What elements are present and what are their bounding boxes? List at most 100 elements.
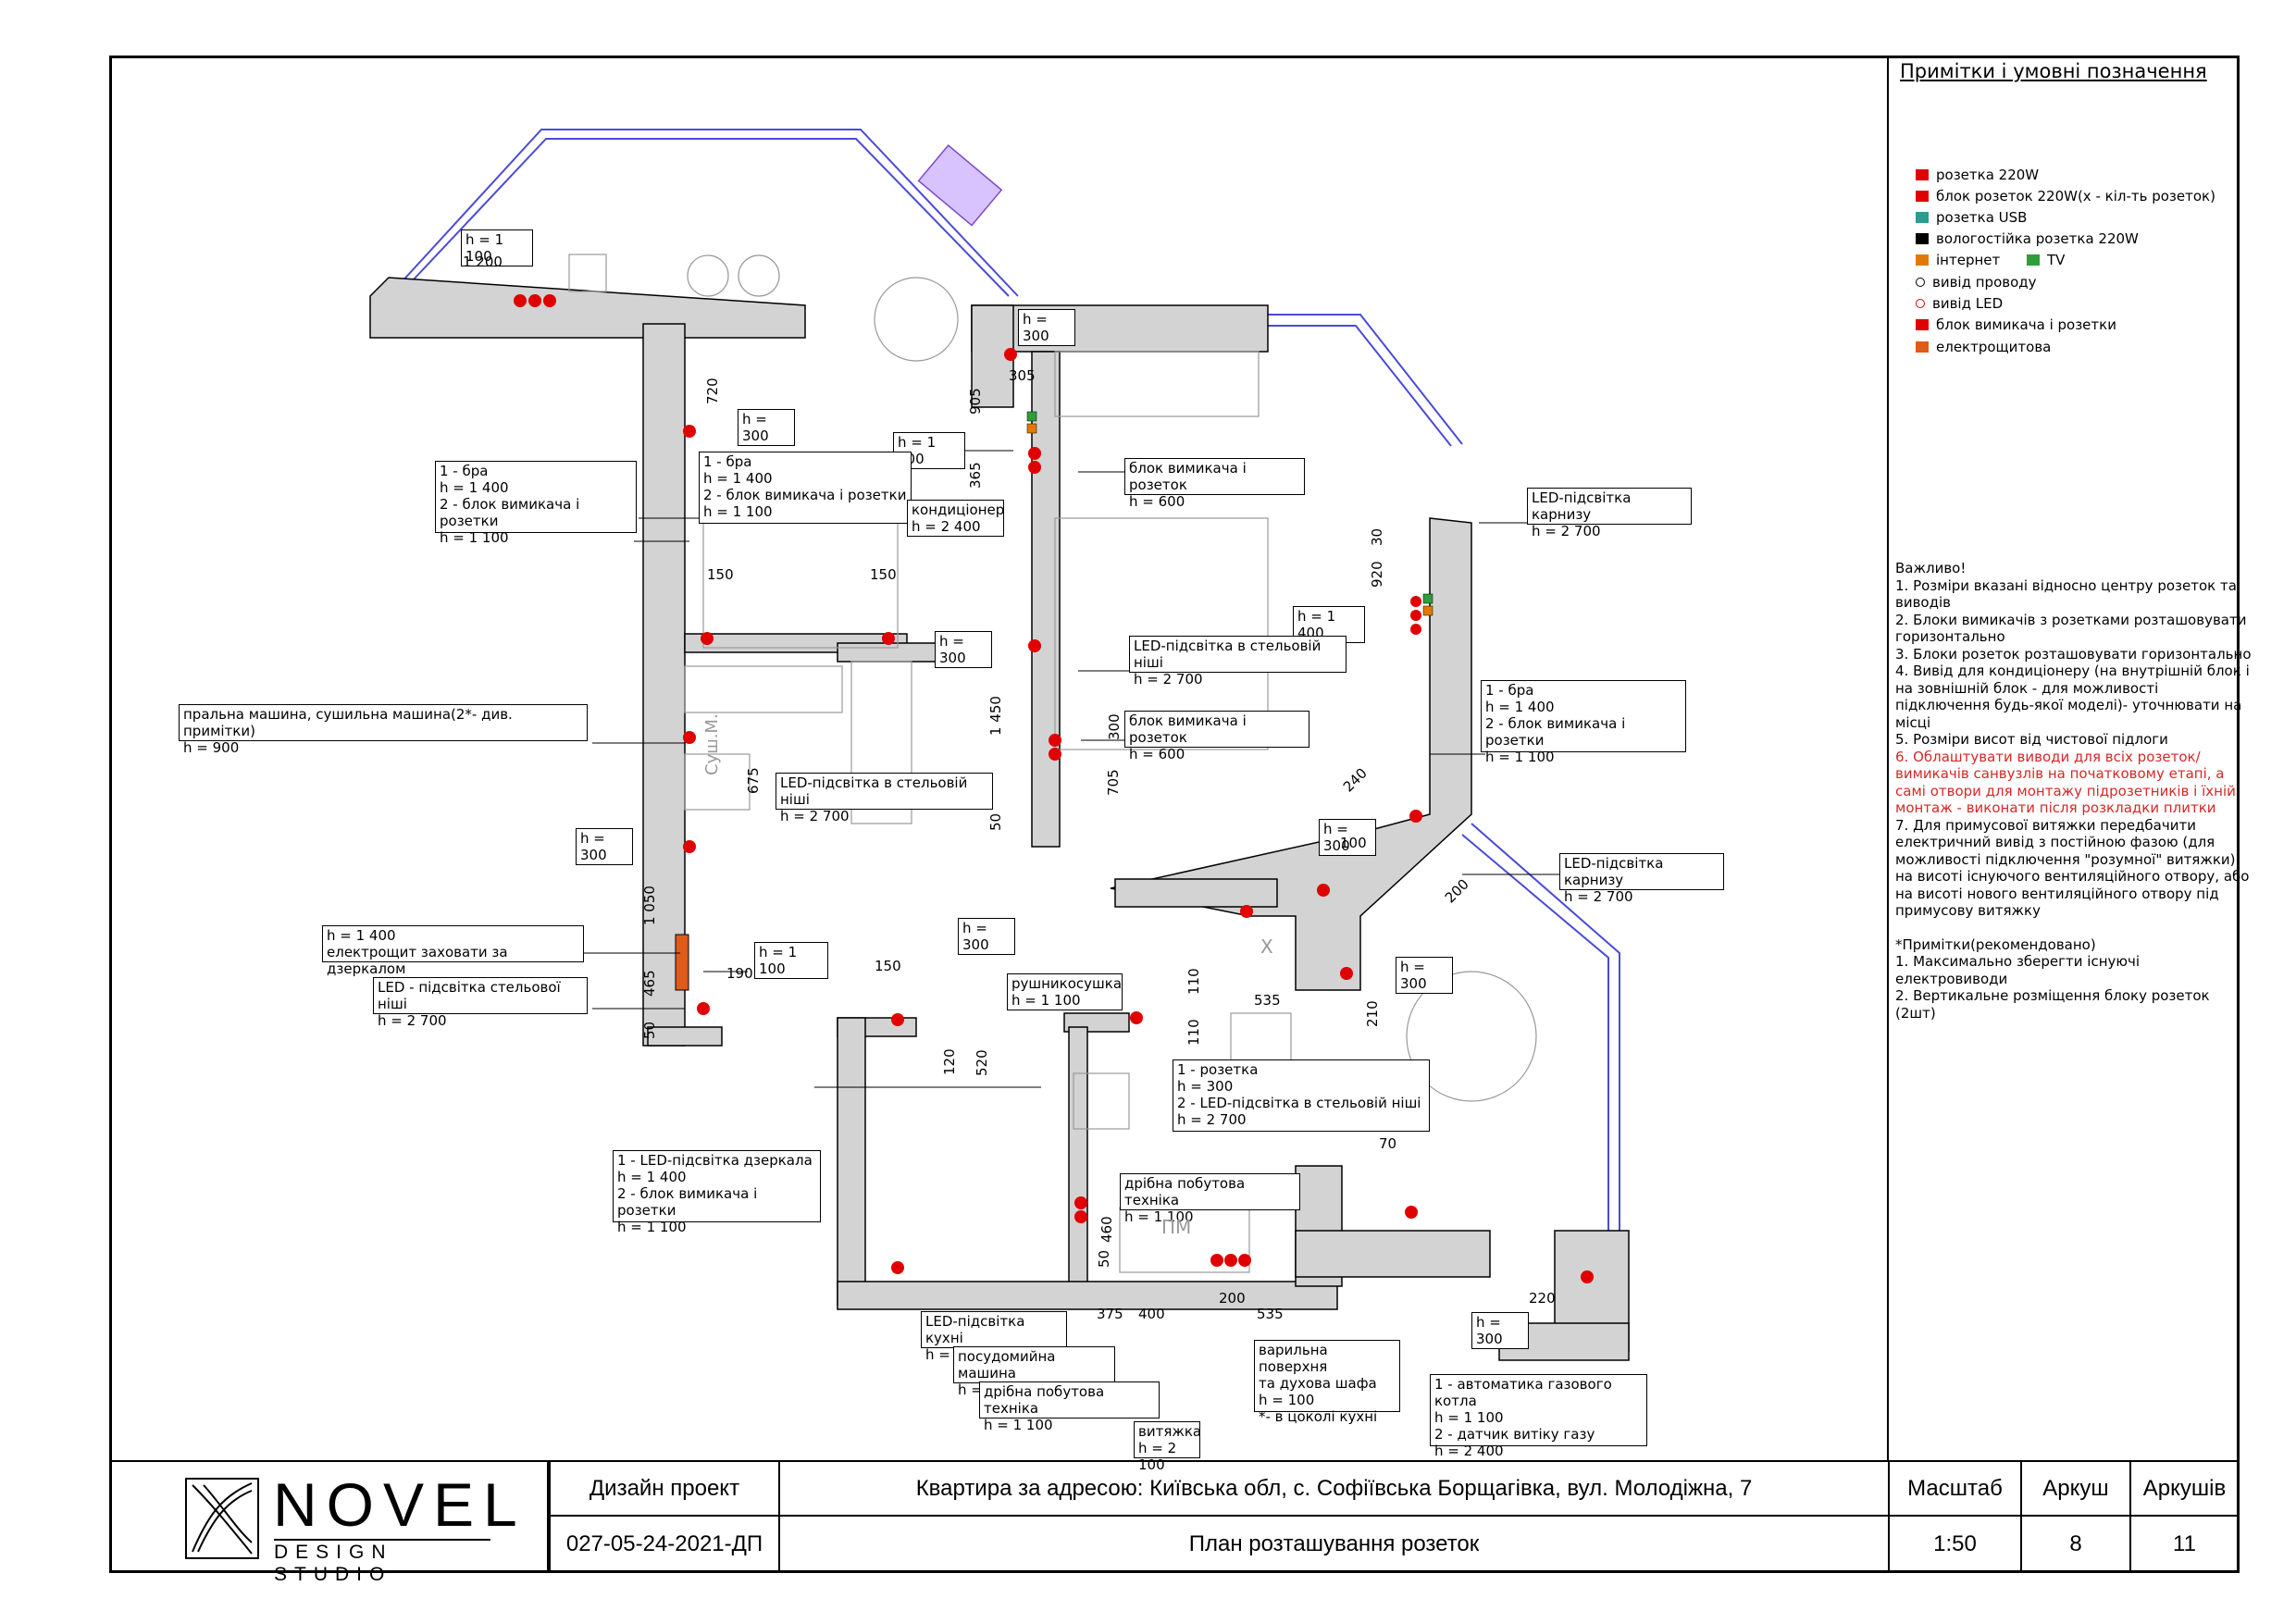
legend-item: вивід проводу xyxy=(1916,274,2037,291)
dim-1450: 1 450 xyxy=(987,696,1004,736)
label-led-ceiling-c: LED - підсвітка стельової ніші h = 2 700 xyxy=(373,977,588,1029)
sheet-label-cell: Аркуш xyxy=(2020,1460,2131,1517)
dim-305: 305 xyxy=(1009,367,1036,384)
dim-150-a: 150 xyxy=(707,566,734,583)
electrical-panel-icon xyxy=(1916,341,1929,353)
sheet-number: 8 xyxy=(2069,1530,2082,1556)
dishwasher-label: ПМ xyxy=(1161,1216,1192,1238)
internet-socket-icon xyxy=(1916,254,1929,266)
legend-item-label: вологостійка розетка 220W xyxy=(1936,230,2139,247)
project-code-cell: 027-05-24-2021-ДП xyxy=(549,1515,780,1573)
electrical-panel xyxy=(675,934,689,991)
important-note-6: 6. Облаштувати виводи для всіх розеток/в… xyxy=(1895,748,2236,817)
socket-block-icon xyxy=(1916,191,1929,202)
scale-label: Масштаб xyxy=(1907,1475,2003,1501)
legend-item-label: вивід LED xyxy=(1932,295,2004,312)
dim-1050: 1 050 xyxy=(641,886,658,925)
important-note-1: 1. Розміри вказані відносно центру розет… xyxy=(1895,576,2237,612)
recommended-note-2: 2. Вертикальне розміщення блоку розеток … xyxy=(1895,987,2210,1022)
legend-item: інтернет xyxy=(1916,252,2000,268)
dim-905: 905 xyxy=(967,388,984,415)
address-text: Квартира за адресою: Київська обл, с. Со… xyxy=(915,1475,1753,1501)
label-h300-f: h = 300 xyxy=(958,918,1015,955)
socket-icon xyxy=(1916,169,1929,180)
legend-item: вивід LED xyxy=(1916,295,2003,312)
legend-item-label: розетка USB xyxy=(1936,209,2028,226)
waterproof-socket-icon xyxy=(1916,233,1929,244)
label-bedroom-left: 1 - бра h = 1 400 2 - блок вимикача і ро… xyxy=(435,461,637,546)
label-balcony-h: h = 1 100 xyxy=(461,229,533,266)
label-h300-e: h = 300 xyxy=(1319,819,1376,856)
usb-socket-icon xyxy=(1916,212,1929,223)
label-switch-block-b: блок вимикача і розеток h = 600 xyxy=(1124,711,1309,762)
dim-210: 210 xyxy=(1364,1000,1381,1027)
label-panel: h = 1 400 електрощит заховати за дзеркал… xyxy=(322,925,584,977)
dim-30: 30 xyxy=(1369,527,1385,546)
label-living-sconce: 1 - бра h = 1 400 2 - блок вимикача і ро… xyxy=(1481,680,1686,765)
important-note-5: 5. Розміри висот від чистової підлоги xyxy=(1895,731,2168,748)
sheets-total-cell: 11 xyxy=(2129,1515,2240,1573)
legend-item-label: електрощитова xyxy=(1936,339,2052,355)
sheets-label: Аркушів xyxy=(2142,1475,2227,1501)
dim-460: 460 xyxy=(1098,1216,1115,1243)
dim-110-a: 110 xyxy=(1185,968,1202,995)
legend-item: блок розеток 220W(x - кіл-ть розеток) xyxy=(1916,188,2215,204)
label-small-appliances-b: дрібна побутова техніка h = 1 100 xyxy=(979,1381,1160,1433)
important-title: Важливо! xyxy=(1895,560,1967,576)
dim-50-c: 50 xyxy=(1096,1249,1112,1268)
label-socket-led: 1 - розетка h = 300 2 - LED-підсвітка в … xyxy=(1173,1059,1430,1132)
dim-120: 120 xyxy=(941,1048,958,1075)
dim-465: 465 xyxy=(641,970,658,997)
dim-400: 400 xyxy=(1138,1306,1165,1322)
label-h300-b: h = 300 xyxy=(738,409,795,446)
dim-150-b: 150 xyxy=(870,566,897,583)
label-ac: кондиціонер h = 2 400 xyxy=(907,500,1004,537)
label-hob-oven: варильна поверхня та духова шафа h = 100… xyxy=(1254,1340,1400,1425)
dim-920: 920 xyxy=(1369,561,1385,588)
legend-item: блок вимикача і розетки xyxy=(1916,316,2116,333)
dim-720: 720 xyxy=(704,378,721,404)
dim-150-c: 150 xyxy=(875,958,901,974)
dim-220: 220 xyxy=(1529,1290,1556,1307)
novel-logo: NOVEL DESIGN STUDIO xyxy=(185,1472,517,1585)
sheet-title-cell: План розташування розеток xyxy=(778,1515,1890,1573)
dryer-label: Суш.М. xyxy=(702,713,722,775)
dim-535-a: 535 xyxy=(1254,992,1281,1009)
design-project-text: Дизайн проект xyxy=(589,1475,740,1501)
scale-cell: 1:50 xyxy=(1888,1515,2022,1573)
dim-520: 520 xyxy=(974,1049,990,1076)
legend-item-label: вивід проводу xyxy=(1932,274,2037,291)
label-switch-block-a: блок вимикача і розеток h = 600 xyxy=(1124,458,1305,510)
logo-novel: NOVEL xyxy=(273,1470,527,1539)
notes-block: Важливо! 1. Розміри вказані відносно цен… xyxy=(1895,560,2252,1022)
label-washing-machine: пральна машина, сушильна машина(2*- див.… xyxy=(179,704,588,756)
label-led-cornice-b: LED-підсвітка карнизу h = 2 700 xyxy=(1559,853,1724,905)
legend-title: Примітки і умовні позначення xyxy=(1900,60,2207,82)
address-cell: Квартира за адресою: Київська обл, с. Со… xyxy=(778,1460,1890,1517)
label-h300-a: h = 300 xyxy=(1018,309,1075,346)
legend-item: електрощитова xyxy=(1916,339,2051,355)
logo-mark-icon xyxy=(185,1478,259,1559)
legend-item: вологостійка розетка 220W xyxy=(1916,230,2139,247)
recommended-title: *Примітки(рекомендовано) xyxy=(1895,935,2096,953)
logo-design-studio: DESIGN STUDIO xyxy=(274,1539,490,1586)
important-note-3: 3. Блоки розеток розташовувати горизонта… xyxy=(1895,645,2252,663)
dim-1200: 1 200 xyxy=(463,254,503,270)
sockets xyxy=(514,294,1594,1283)
label-towel-dryer: рушникосушка h = 1 100 xyxy=(1007,973,1123,1010)
label-h300-h: h = 300 xyxy=(1471,1312,1529,1349)
label-led-ceiling-a: LED-підсвітка в стельовій ніші h = 2 700 xyxy=(1129,636,1347,688)
walls xyxy=(369,277,1630,1361)
sheet-title-text: План розташування розеток xyxy=(1188,1530,1480,1556)
label-gas-boiler: 1 - автоматика газового котла h = 1 100 … xyxy=(1430,1374,1647,1459)
dim-365: 365 xyxy=(967,462,984,489)
recommended-note-1: 1. Максимально зберегти існуючі електров… xyxy=(1895,953,2141,987)
scale-label-cell: Масштаб xyxy=(1888,1460,2022,1517)
legend-item-label: розетка 220W xyxy=(1936,167,2040,183)
legend-item-label: TV xyxy=(2047,252,2066,268)
label-led-ceiling-b: LED-підсвітка в стельовій ніші h = 2 700 xyxy=(776,773,993,824)
legend-item: розетка 220W xyxy=(1916,167,2039,183)
legend-item-label: блок вимикача і розетки xyxy=(1936,316,2116,333)
dim-675: 675 xyxy=(745,767,762,794)
usb-tv-net xyxy=(1026,411,1433,616)
